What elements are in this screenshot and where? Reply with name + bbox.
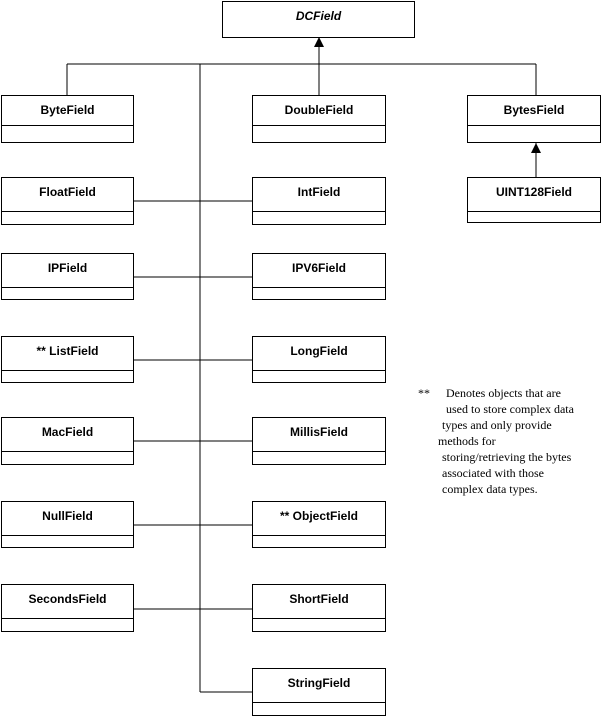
class-name: UINT128Field [495, 185, 573, 199]
class-uint128field[interactable]: UINT128Field [467, 177, 601, 223]
class-divider [2, 535, 133, 536]
class-name: IPField [47, 261, 88, 275]
class-divider [253, 618, 385, 619]
class-secondsfield[interactable]: SecondsField [1, 584, 134, 632]
class-name: StringField [287, 676, 351, 690]
class-name: IntField [297, 185, 341, 199]
footnote-line: used to store complex data [446, 402, 574, 416]
class-divider [2, 287, 133, 288]
class-divider [468, 125, 600, 126]
class-divider [2, 370, 133, 371]
footnote-line: Denotes objects that are [446, 386, 561, 400]
class-dcfield[interactable]: DCField [222, 1, 415, 38]
footnote-line: types and only provide [442, 418, 552, 432]
class-floatfield[interactable]: FloatField [1, 177, 134, 225]
class-objectfield[interactable]: ** ObjectField [252, 501, 386, 548]
class-divider [253, 287, 385, 288]
class-divider [2, 125, 133, 126]
footnote-line: associated with those [442, 466, 544, 480]
class-divider [2, 211, 133, 212]
class-name: IPV6Field [291, 261, 347, 275]
class-divider [2, 451, 133, 452]
class-nullfield[interactable]: NullField [1, 501, 134, 548]
class-name: ** ObjectField [279, 509, 359, 523]
footnote-line: storing/retrieving the bytes [442, 450, 572, 464]
class-name: FloatField [39, 185, 96, 199]
class-divider [468, 211, 600, 212]
class-listfield[interactable]: ** ListField [1, 336, 134, 383]
class-divider [253, 535, 385, 536]
class-stringfield[interactable]: StringField [252, 668, 386, 716]
class-name: BytesField [503, 103, 565, 117]
class-millisfield[interactable]: MillisField [252, 417, 386, 465]
footnote-line: complex data types. [442, 482, 538, 496]
footnote-line: methods for [438, 434, 496, 448]
class-macfield[interactable]: MacField [1, 417, 134, 465]
class-longfield[interactable]: LongField [252, 336, 386, 383]
class-ipfield[interactable]: IPField [1, 253, 134, 300]
class-name: SecondsField [28, 592, 107, 606]
class-ipv6field[interactable]: IPV6Field [252, 253, 386, 300]
class-name: ByteField [40, 103, 95, 117]
class-divider [253, 702, 385, 703]
class-shortfield[interactable]: ShortField [252, 584, 386, 632]
class-name: NullField [42, 509, 93, 523]
class-bytefield[interactable]: ByteField [1, 95, 134, 143]
class-name: LongField [290, 344, 348, 358]
class-name: ShortField [289, 592, 349, 606]
class-name: DoubleField [284, 103, 354, 117]
class-doublefield[interactable]: DoubleField [252, 95, 386, 143]
class-name: ** ListField [36, 344, 99, 358]
class-divider [253, 370, 385, 371]
class-divider [2, 618, 133, 619]
class-bytesfield[interactable]: BytesField [467, 95, 601, 143]
class-divider [253, 211, 385, 212]
class-name: MacField [41, 425, 94, 439]
class-name: MillisField [289, 425, 348, 439]
class-divider [253, 451, 385, 452]
footnote-marker: ** [418, 386, 430, 400]
class-divider [253, 125, 385, 126]
class-intfield[interactable]: IntField [252, 177, 386, 225]
class-name: DCField [295, 9, 342, 23]
